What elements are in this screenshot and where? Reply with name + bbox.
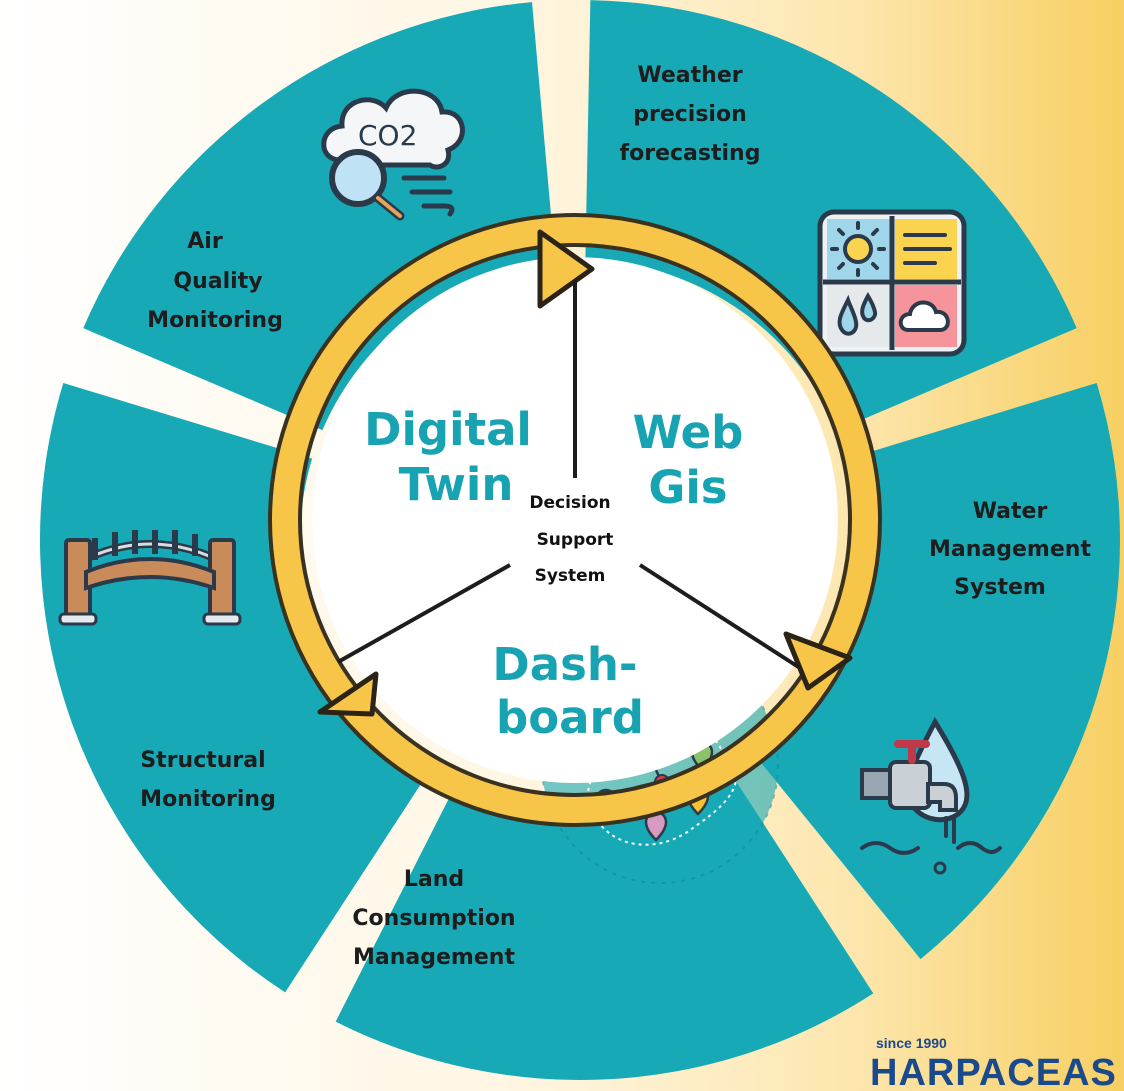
ring-arrow-top — [537, 229, 595, 309]
segment-label-weather-line-3: forecasting — [620, 141, 761, 166]
segment-label-water-line-2: Management — [929, 537, 1091, 562]
center-label-line-3: System — [535, 566, 606, 586]
core-digital-twin-line-1: Digital — [364, 403, 532, 456]
co2-label: CO2 — [358, 119, 417, 152]
segment-label-air-line-2: Quality — [173, 269, 262, 294]
segment-label-air-line-3: Monitoring — [147, 308, 283, 333]
center-label-line-1: Decision — [529, 493, 610, 513]
ring-arrow-right — [783, 631, 853, 691]
water-tap-icon — [860, 716, 1002, 875]
segment-label-water: Water Management System — [929, 499, 1091, 600]
core-web-gis: Web Gis — [633, 406, 744, 514]
core-digital-twin-line-2: Twin — [399, 458, 514, 511]
core-dashboard: Dash- board — [492, 638, 644, 744]
segment-label-air: Air Quality Monitoring — [147, 229, 283, 333]
center-label: Decision Support System — [529, 493, 613, 586]
harpaceas-logo: since 1990 HARPACEAS — [870, 1035, 1117, 1091]
bridge-icon — [58, 530, 242, 626]
core-web-gis-line-1: Web — [633, 406, 744, 459]
segment-label-weather: Weather precision forecasting — [620, 63, 761, 166]
segment-label-weather-line-2: precision — [633, 102, 747, 127]
segment-label-land-line-2: Consumption — [352, 906, 515, 931]
segment-water — [756, 383, 1120, 960]
core-digital-twin: Digital Twin — [364, 403, 532, 511]
logo-name-text: HARPACEAS — [870, 1052, 1117, 1091]
weather-grid-icon — [817, 209, 967, 357]
segment-label-structural: Structural Monitoring — [140, 748, 276, 812]
segment-label-land-line-3: Management — [353, 945, 515, 970]
segment-label-structural-line-1: Structural — [140, 748, 265, 773]
segment-label-weather-line-1: Weather — [637, 63, 742, 88]
core-dashboard-line-2: board — [496, 691, 644, 744]
center-label-line-2: Support — [537, 530, 614, 550]
segment-label-air-line-1: Air — [187, 229, 223, 254]
cycle-ring — [268, 213, 882, 827]
logo-since-text: since 1990 — [876, 1035, 947, 1051]
segment-label-structural-line-2: Monitoring — [140, 787, 276, 812]
segment-label-water-line-3: System — [954, 575, 1046, 600]
segment-label-water-line-1: Water — [973, 499, 1048, 524]
segment-label-land-line-1: Land — [404, 867, 464, 892]
core-dashboard-line-1: Dash- — [492, 638, 637, 691]
core-web-gis-line-2: Gis — [648, 461, 727, 514]
segment-label-land: Land Consumption Management — [352, 867, 515, 970]
ring-arrow-left — [317, 671, 379, 717]
co2-cloud-icon: CO2 — [321, 88, 465, 221]
